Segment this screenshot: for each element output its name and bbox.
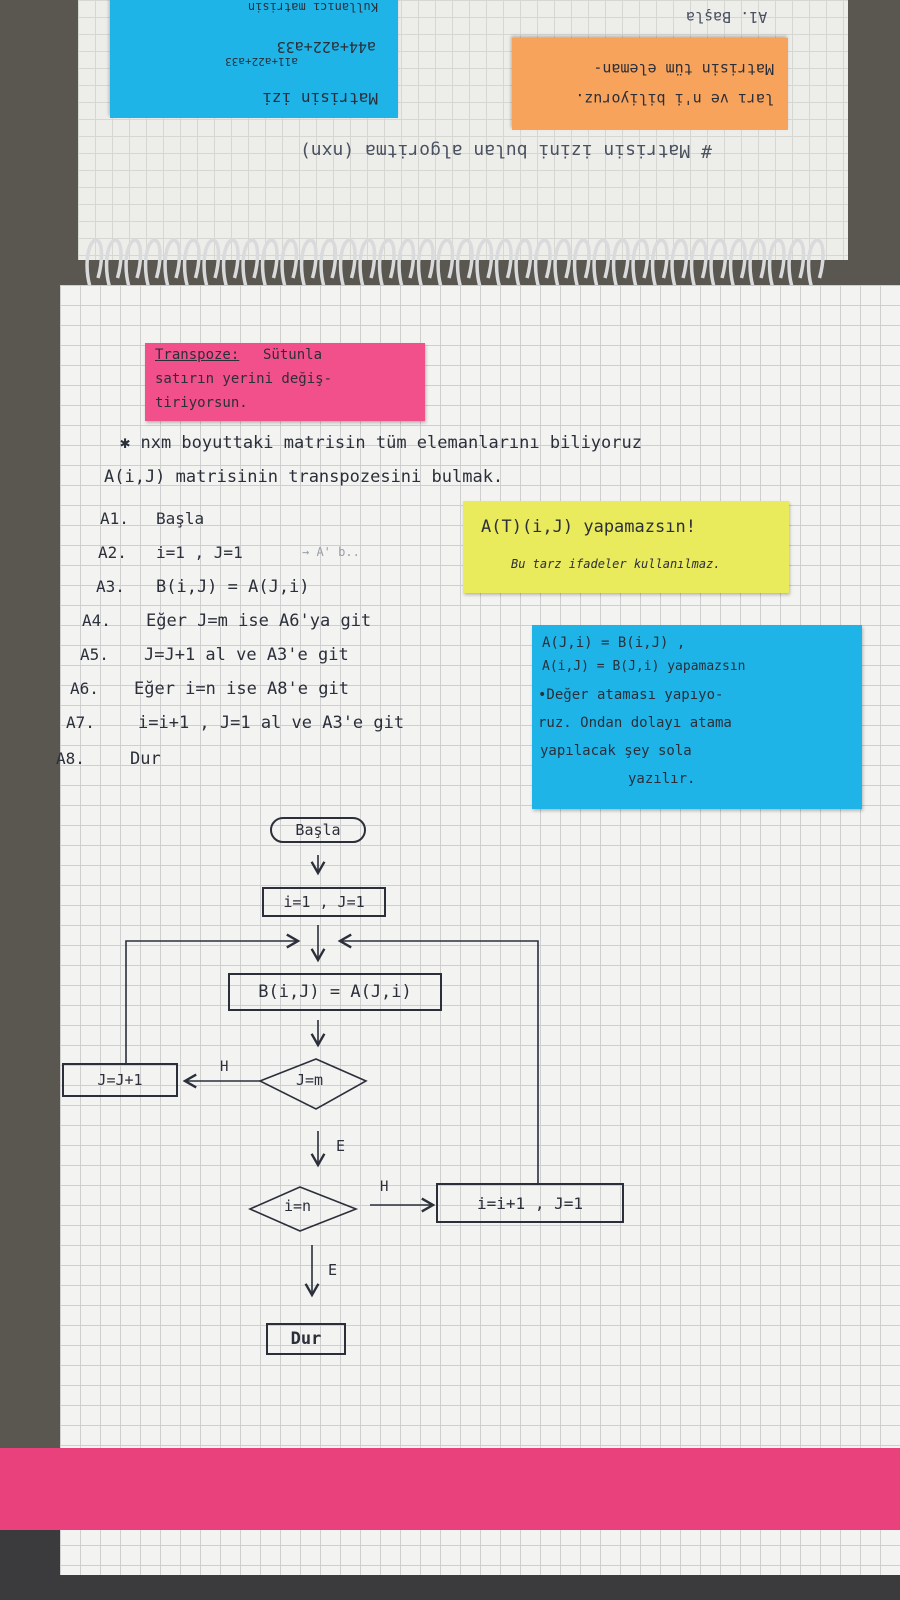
spiral-ring	[377, 238, 396, 293]
spiral-ring	[806, 238, 825, 293]
spiral-ring	[728, 238, 747, 293]
spiral-ring	[182, 238, 201, 293]
flow-label-yes-2: E	[328, 1261, 338, 1279]
top-blue-note-line: Matrisin izi	[262, 89, 378, 108]
spiral-ring	[143, 238, 162, 293]
spiral-ring	[241, 238, 260, 293]
spiral-ring	[689, 238, 708, 293]
step-text: Başla	[156, 509, 205, 528]
spiral-ring	[631, 238, 650, 293]
spiral-ring	[416, 238, 435, 293]
step-label: A4.	[82, 611, 111, 630]
blue-note-line: •Değer ataması yapıyo-	[538, 687, 724, 703]
step-text: J=J+1 al ve A3'e git	[144, 645, 349, 665]
spiral-ring	[163, 238, 182, 293]
step-text: i=i+1 , J=1 al ve A3'e git	[138, 713, 405, 733]
spiral-ring	[436, 238, 455, 293]
step-text: Dur	[130, 749, 161, 769]
top-orange-note: Matrisin tüm eleman- ları ve n'i biliyor…	[512, 38, 788, 130]
flow-label-yes-1: E	[336, 1137, 346, 1155]
pink-note-line: satırın yerini değiş-	[155, 371, 333, 387]
spiral-ring	[319, 238, 338, 293]
flow-label-no-1: H	[220, 1059, 229, 1075]
spiral-ring	[104, 238, 123, 293]
spiral-ring	[709, 238, 728, 293]
yellow-note-line-1: A(T)(i,J) yapamazsın!	[481, 517, 696, 537]
spiral-ring	[338, 238, 357, 293]
spiral-binding	[85, 238, 825, 293]
flow-cond-i-text: i=n	[284, 1197, 312, 1215]
step-text: B(i,J) = A(J,i)	[156, 577, 310, 597]
spiral-ring	[494, 238, 513, 293]
previous-page: Kullanıcı matrisin Matrisin izi a11+a22+…	[78, 0, 848, 260]
step-a2-strike: → A' b..	[302, 545, 360, 559]
spiral-ring	[533, 238, 552, 293]
top-blue-note-line: Kullanıcı matrisin	[247, 0, 378, 14]
step-label: A2.	[98, 543, 127, 562]
spiral-ring	[787, 238, 806, 293]
spiral-ring	[221, 238, 240, 293]
step-text: Eğer i=n ise A8'e git	[134, 679, 349, 699]
blue-note-line: A(J,i) = B(i,J) ,	[542, 635, 686, 651]
flow-inc-j: J=J+1	[62, 1063, 178, 1097]
pink-note-title: Transpoze:	[155, 347, 240, 363]
spiral-ring	[85, 238, 104, 293]
step-label: A8.	[56, 749, 85, 768]
intro-line-1: ✱ nxm boyuttaki matrisin tüm elemanların…	[120, 433, 642, 453]
top-orange-note-line: Matrisin tüm eleman-	[593, 60, 774, 78]
pink-note-line: tiriyorsun.	[155, 395, 248, 411]
spiral-ring	[514, 238, 533, 293]
blue-note-line: A(i,J) = B(J,i) yapamazsın	[542, 659, 746, 674]
flow-inc-i: i=i+1 , J=1	[436, 1183, 624, 1223]
page-bottom-strip	[0, 1448, 900, 1530]
step-text: Eğer J=m ise A6'ya git	[146, 611, 372, 631]
pink-sticky-note: Transpoze: Sütunla satırın yerini değiş-…	[145, 343, 425, 421]
intro-line-2: A(i,J) matrisinin transpozesini bulmak.	[104, 467, 504, 487]
blue-sticky-note: A(J,i) = B(i,J) , A(i,J) = B(J,i) yapama…	[532, 625, 862, 809]
notebook-page: Transpoze: Sütunla satırın yerini değiş-…	[56, 285, 900, 1575]
spiral-ring	[397, 238, 416, 293]
flow-init: i=1 , J=1	[262, 887, 386, 917]
flow-label-no-2: H	[380, 1179, 389, 1195]
top-blue-note-line: a44+a22+a33	[276, 38, 376, 56]
spiral-ring	[592, 238, 611, 293]
flow-stop: Dur	[266, 1323, 346, 1355]
step-text: i=1 , J=1	[156, 543, 243, 562]
spiral-ring	[260, 238, 279, 293]
flow-start: Başla	[270, 817, 366, 843]
flow-assign: B(i,J) = A(J,i)	[228, 973, 442, 1011]
blue-note-line: yazılır.	[628, 771, 696, 787]
top-blue-note-line: a11+a22+a33	[225, 55, 298, 68]
spiral-ring	[455, 238, 474, 293]
step-label: A7.	[66, 713, 95, 732]
yellow-sticky-note: A(T)(i,J) yapamazsın! Bu tarz ifadeler k…	[463, 501, 789, 593]
blue-note-line: yapılacak şey sola	[540, 743, 692, 759]
spiral-ring	[280, 238, 299, 293]
yellow-note-line-2: Bu tarz ifadeler kullanılmaz.	[511, 557, 721, 571]
pink-note-line: Sütunla	[263, 347, 323, 363]
spiral-ring	[124, 238, 143, 293]
spiral-ring	[611, 238, 630, 293]
spiral-ring	[299, 238, 318, 293]
top-blue-note: Kullanıcı matrisin Matrisin izi a11+a22+…	[110, 0, 398, 118]
spiral-ring	[572, 238, 591, 293]
spiral-ring	[767, 238, 786, 293]
spiral-ring	[670, 238, 689, 293]
step-label: A5.	[80, 645, 109, 664]
spiral-ring	[358, 238, 377, 293]
top-orange-note-line: ları ve n'i biliyoruz.	[575, 90, 774, 108]
spiral-ring	[650, 238, 669, 293]
spiral-ring	[475, 238, 494, 293]
spiral-ring	[748, 238, 767, 293]
step-label: A6.	[70, 679, 99, 698]
top-corner-text: A1. Başla	[686, 8, 768, 26]
step-label: A3.	[96, 577, 125, 596]
spiral-ring	[553, 238, 572, 293]
step-label: A1.	[100, 509, 129, 528]
spiral-ring	[202, 238, 221, 293]
blue-note-line: ruz. Ondan dolayı atama	[538, 715, 732, 731]
top-heading: # Matrisin izini bulan algoritma (nxn)	[300, 140, 712, 161]
flow-cond-j-text: J=m	[296, 1071, 324, 1089]
